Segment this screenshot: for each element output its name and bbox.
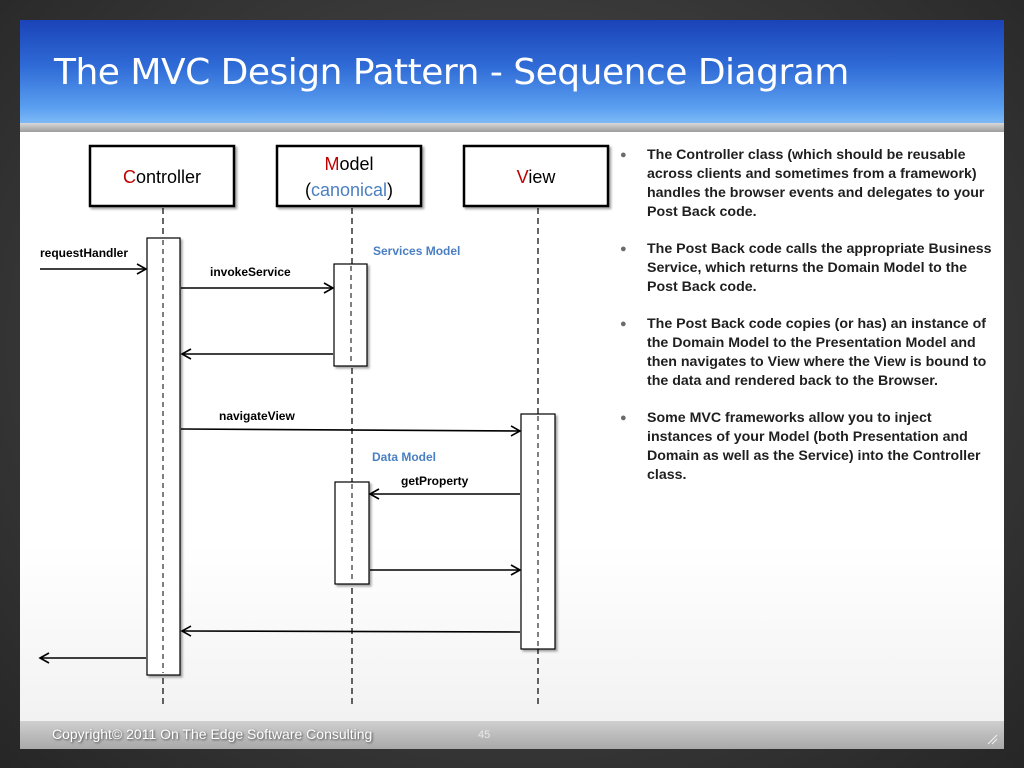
bullet-text: The Controller class (which should be re…: [647, 147, 985, 220]
view-box: View: [462, 144, 610, 208]
model-open-paren: (: [305, 180, 311, 200]
model-box: Model (canonical): [275, 144, 423, 208]
navigate-view-arrow: [180, 425, 522, 437]
svg-text:(canonical): (canonical): [305, 180, 393, 200]
navigate-view-label: navigateView: [219, 409, 295, 423]
model-sublabel: canonical: [311, 180, 387, 200]
title-bar: The MVC Design Pattern - Sequence Diagra…: [20, 20, 1004, 123]
get-property-label: getProperty: [401, 474, 469, 488]
bullet-text: Some MVC frameworks allow you to inject …: [647, 410, 981, 483]
invoke-service-label: invokeService: [210, 265, 291, 279]
resize-grip-icon: [987, 734, 998, 745]
bullet-dot-icon: ●: [620, 412, 627, 424]
services-model-note: Services Model: [373, 244, 460, 258]
bullet-dot-icon: ●: [620, 318, 627, 330]
svg-text:View: View: [517, 167, 557, 187]
bullet-list: ● The Controller class (which should be r…: [620, 146, 1000, 503]
bullet-item: ● The Post Back code copies (or has) an i…: [620, 315, 1000, 391]
model-close-paren: ): [387, 180, 393, 200]
controller-label: ontroller: [136, 167, 201, 187]
footer-bar: Copyright© 2011 On The Edge Software Con…: [20, 721, 1004, 749]
model-label: odel: [339, 154, 373, 174]
model-initial: M: [324, 154, 339, 174]
bullet-item: ● The Controller class (which should be r…: [620, 146, 1000, 222]
bullet-text: The Post Back code copies (or has) an in…: [647, 316, 987, 389]
copyright-text: Copyright© 2011 On The Edge Software Con…: [52, 726, 373, 742]
view-initial: V: [517, 167, 529, 187]
view-activation: [520, 413, 556, 650]
controller-initial: C: [123, 167, 136, 187]
bullet-text: The Post Back code calls the appropriate…: [647, 241, 992, 295]
bullet-dot-icon: ●: [620, 149, 627, 161]
view-return-arrow: [180, 625, 521, 637]
svg-text:Model: Model: [324, 154, 373, 174]
page-number: 45: [478, 729, 491, 741]
view-label: iew: [528, 167, 556, 187]
data-model-note: Data Model: [372, 450, 436, 464]
title-separator: [20, 123, 1004, 132]
bullet-item: ● The Post Back code calls the appropriat…: [620, 240, 1000, 297]
slide-title: The MVC Design Pattern - Sequence Diagra…: [54, 52, 849, 93]
bullet-dot-icon: ●: [620, 243, 627, 255]
svg-text:Controller: Controller: [123, 167, 201, 187]
request-handler-label: requestHandler: [40, 246, 128, 260]
controller-box: Controller: [88, 144, 236, 208]
bullet-item: ● Some MVC frameworks allow you to inject…: [620, 409, 1000, 485]
